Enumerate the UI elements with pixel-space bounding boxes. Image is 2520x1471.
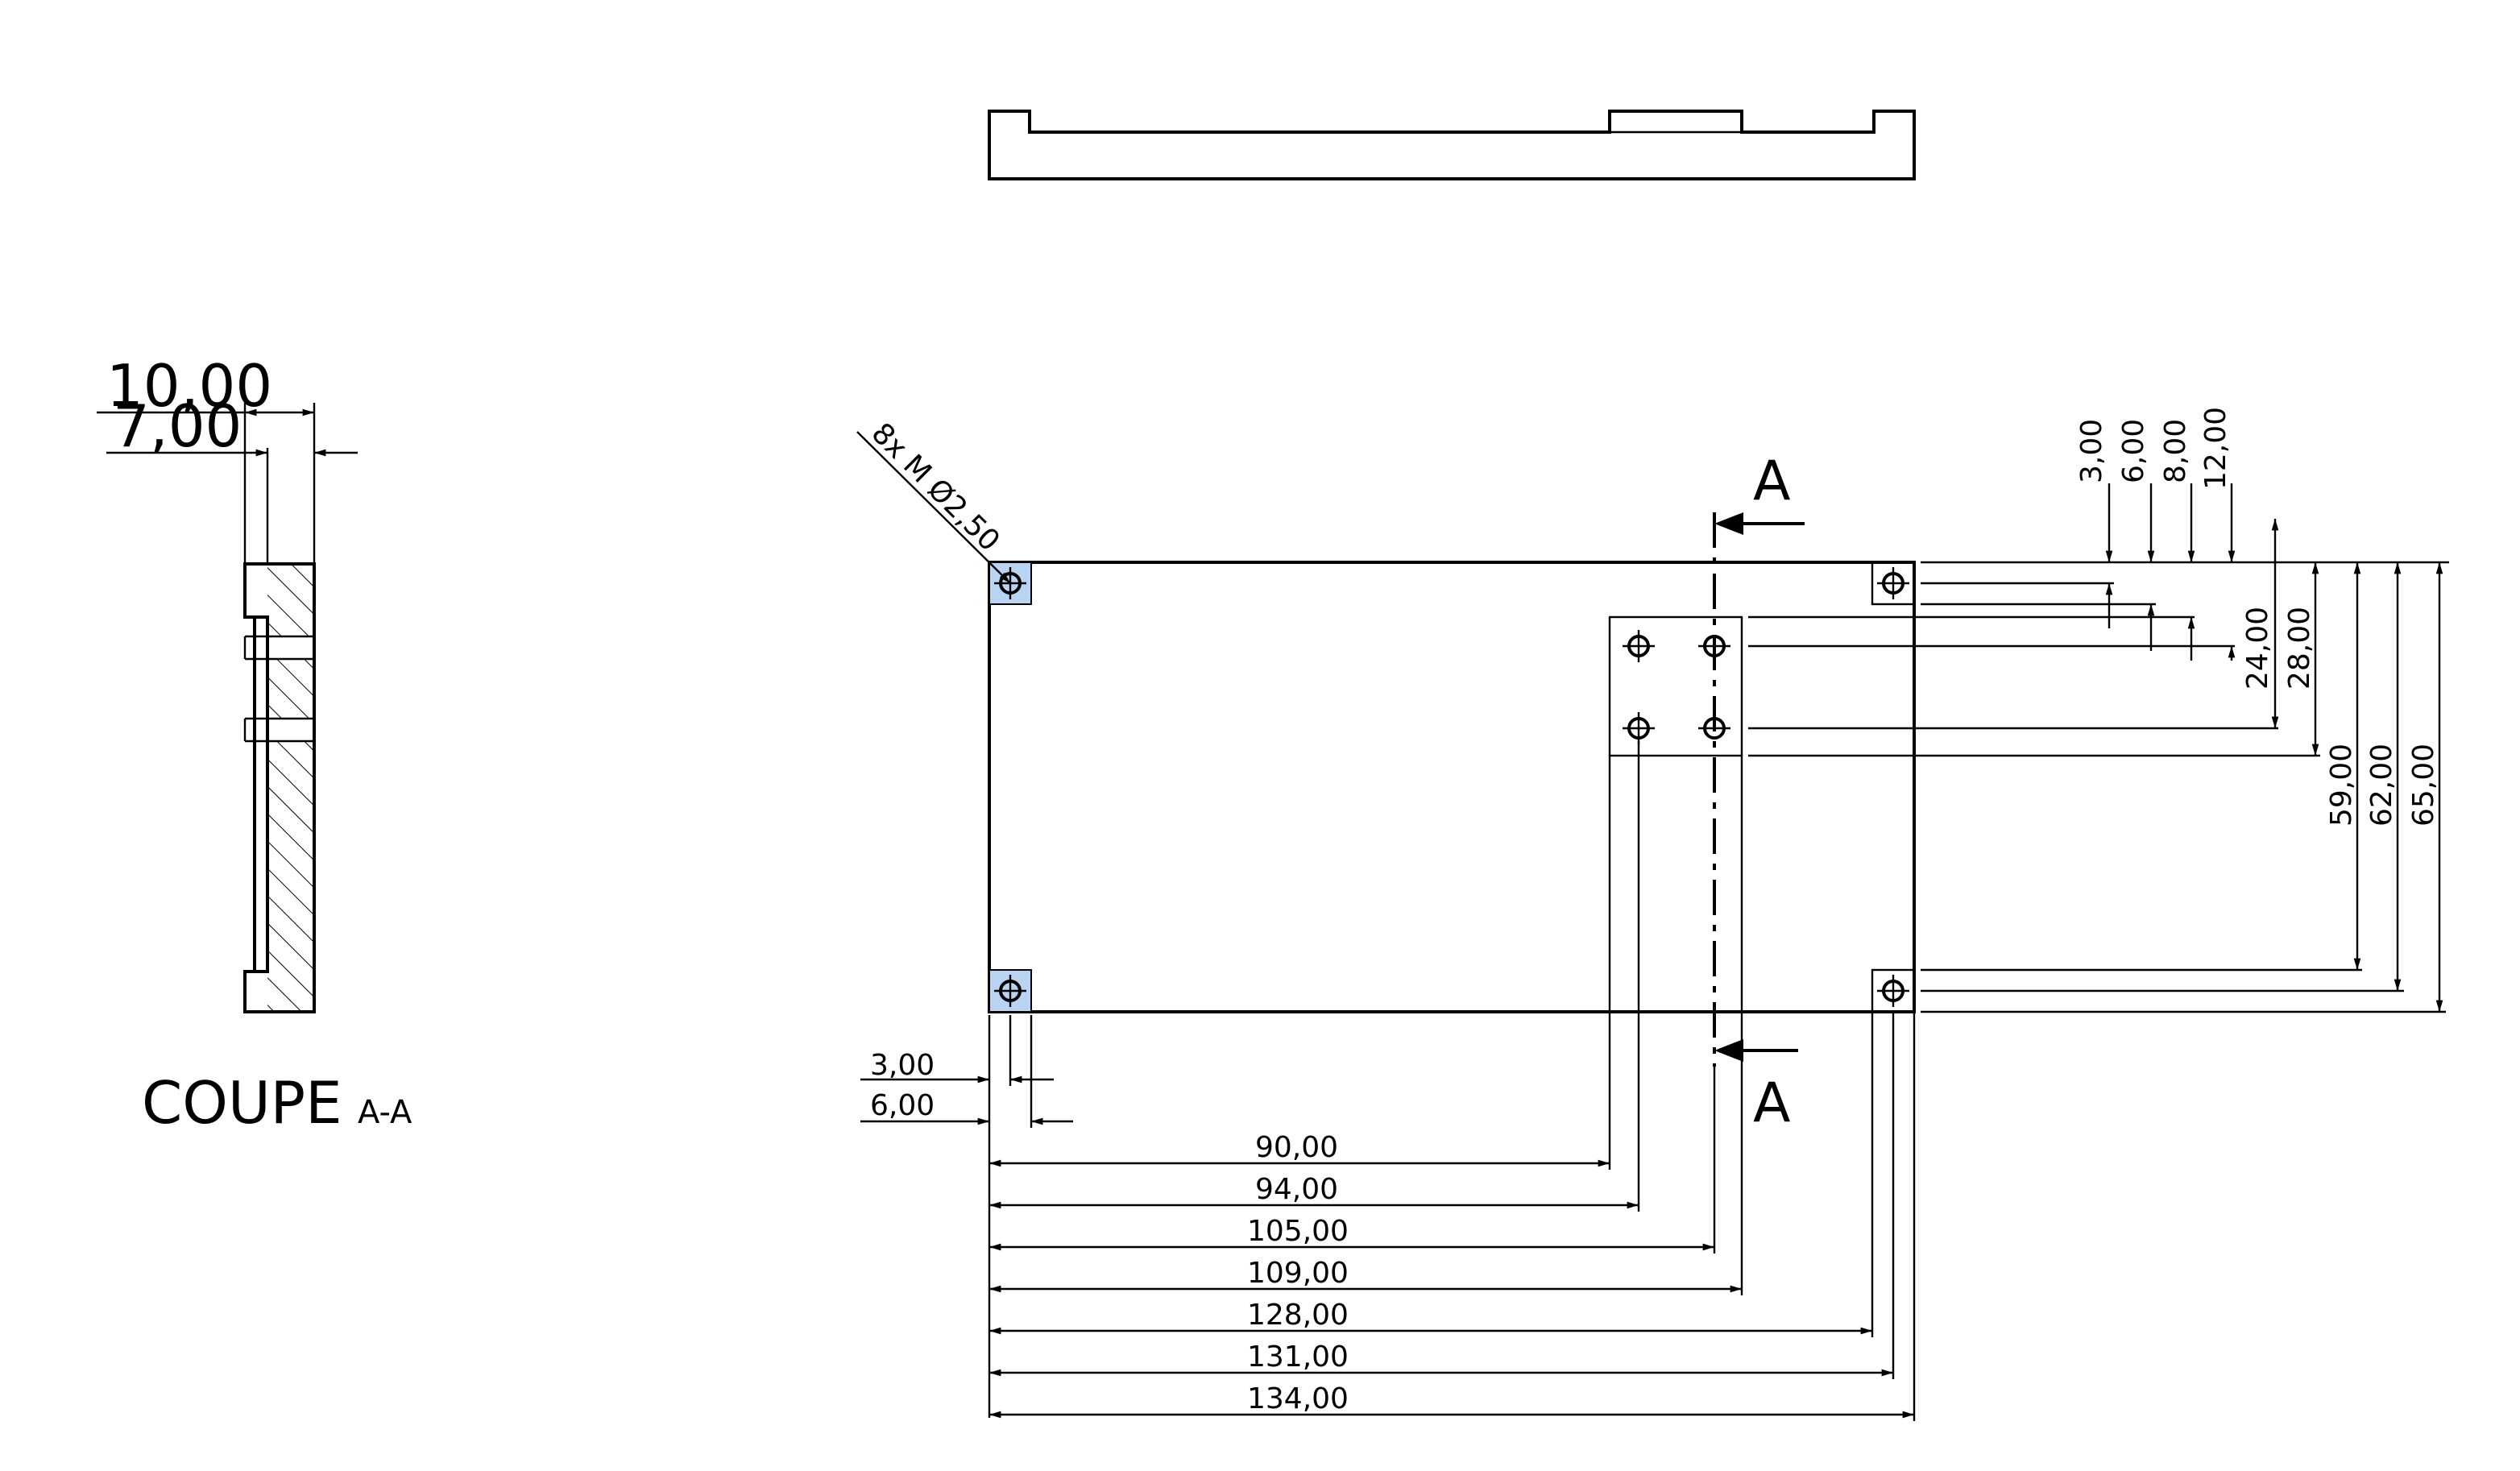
section-title: COUPE [142,1069,342,1137]
dim-left-3: 3,00 [870,1049,935,1082]
dim-h-109: 109,00 [1247,1257,1349,1290]
section-view: 10,00 7,00 COUPE A-A [97,352,412,1137]
hole-callout: 8x M Ø2,50 [865,416,1006,557]
dim-v-65: 65,00 [2407,744,2440,827]
section-label-bottom: A [1753,1071,1791,1135]
dim-v-59: 59,00 [2325,744,2358,827]
dim-v-12: 12,00 [2199,407,2232,490]
hole [1623,630,1655,662]
top-view [988,110,1916,180]
dim-h-134: 134,00 [1247,1382,1349,1415]
hole [1877,567,1909,599]
dim-h-94: 94,00 [1255,1173,1338,1206]
dim-v-8: 8,00 [2159,419,2192,483]
dim-v-28: 28,00 [2283,607,2316,690]
hole [1623,712,1655,744]
dim-h-128: 128,00 [1247,1299,1349,1332]
section-subtitle: A-A [358,1094,412,1131]
dim-left-6: 6,00 [870,1089,935,1122]
dim-h-90: 90,00 [1255,1131,1338,1164]
dim-h-131: 131,00 [1247,1340,1349,1374]
dim-10: 10,00 [106,352,272,420]
dim-v-6: 6,00 [2117,419,2150,483]
dim-v-62: 62,00 [2365,744,2398,827]
dim-7: 7,00 [113,392,242,460]
dim-v-3: 3,00 [2075,419,2108,483]
hole [994,975,1026,1007]
section-label-top: A [1753,450,1791,513]
front-view: A A 8x M Ø2,50 3,00 6,00 90,00 94,00 [856,407,2449,1421]
hole [1877,975,1909,1007]
dim-h-105: 105,00 [1247,1215,1349,1248]
dim-v-24: 24,00 [2241,607,2274,690]
